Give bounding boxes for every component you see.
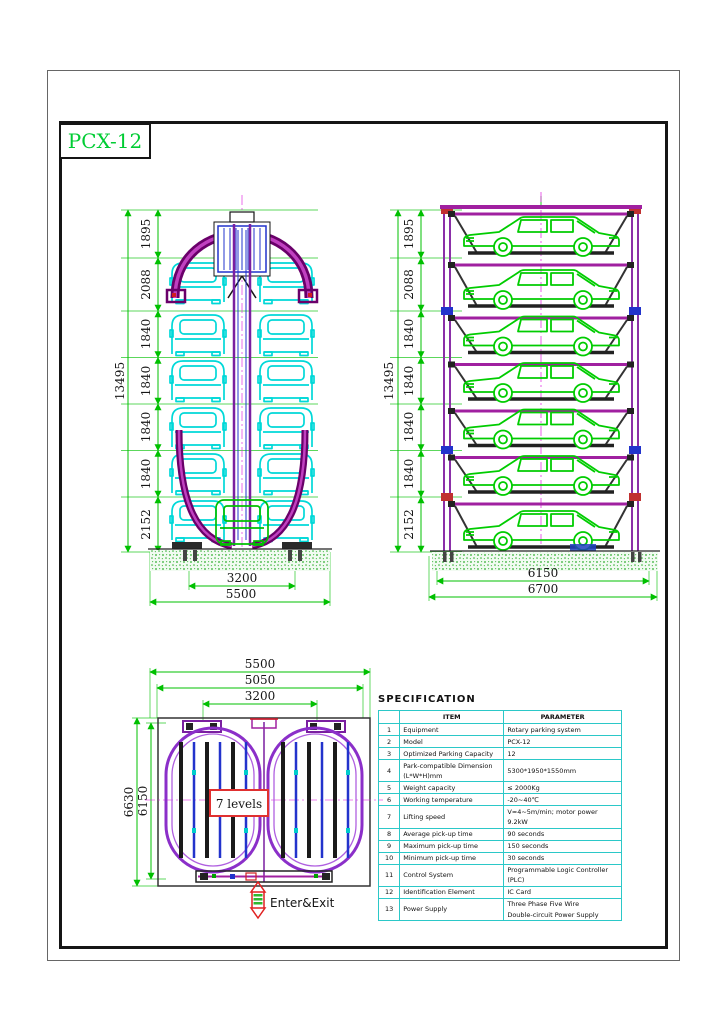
dim-label: 2088: [139, 269, 153, 300]
spec-header-row: ITEM PARAMETER: [377, 710, 622, 724]
levels-label-box: 7 levels: [209, 789, 269, 817]
front-elevation-view: 13495 1895 2088 1840 1840 1840 1840 2152: [113, 195, 332, 606]
dim-label: 1840: [402, 366, 416, 397]
enter-exit-label: Enter&Exit: [270, 896, 335, 910]
dim-label: 1840: [402, 412, 416, 443]
side-segment-labels: 1895 2088 1840 1840 1840 1840 2152: [402, 219, 416, 540]
spec-col-parameter: PARAMETER: [503, 710, 622, 724]
sheet-outer-border: [47, 70, 680, 961]
entry-bay-car: [215, 499, 269, 546]
dim-label: 1840: [139, 412, 153, 443]
column-joints: [441, 206, 641, 501]
dim-label: 6700: [528, 582, 559, 596]
sheet-inner-border: [59, 121, 668, 949]
drive-mechanism: [213, 211, 271, 299]
dim-label: 6150: [528, 566, 559, 580]
front-segment-labels: 1895 2088 1840 1840 1840 1840 2152: [139, 219, 153, 540]
side-structure: [430, 192, 660, 571]
side-ground-hatch: [432, 552, 658, 571]
dim-label: 5050: [245, 673, 276, 687]
dim-label: 3200: [245, 689, 276, 703]
plan-pallet-bars: [179, 742, 350, 858]
front-ground-hatch: [150, 550, 330, 571]
dim-label: 1840: [139, 366, 153, 397]
dim-label: 6150: [136, 786, 150, 817]
dim-label: 13495: [113, 362, 127, 400]
enter-exit-arrow-icon: [249, 880, 267, 920]
dim-label: 13495: [382, 362, 396, 400]
dim-label: 2152: [139, 509, 153, 540]
dim-label: 5500: [245, 657, 276, 671]
specification-title: SPECIFICATION: [378, 694, 476, 705]
drawing-title: PCX-12: [67, 129, 143, 153]
dim-label: 6630: [122, 787, 136, 818]
dim-label: 1840: [139, 459, 153, 490]
front-width-dims: 3200 5500: [149, 571, 331, 606]
plan-structure: 7 levels Enter&Exit: [145, 717, 383, 920]
dim-label: 1840: [402, 319, 416, 350]
side-elevation-view: 13495 1895 2088 1840 1840 1840 1840 2152: [382, 192, 660, 601]
plan-view: 5500 5050 3200 6630 6150: [122, 657, 383, 920]
dim-label: 2088: [402, 269, 416, 300]
dim-label: 5500: [226, 587, 257, 601]
front-structure: [148, 195, 332, 571]
dim-label: 3200: [227, 571, 258, 585]
side-overall-height-dim: 13495: [382, 209, 402, 553]
dim-label: 1895: [402, 219, 416, 250]
dim-label: 1840: [139, 319, 153, 350]
plan-side-dims: 6630 6150: [122, 717, 155, 887]
dim-label: 1840: [402, 459, 416, 490]
levels-label: 7 levels: [216, 797, 262, 811]
side-car-stack: [448, 211, 634, 551]
spec-col-item: ITEM: [399, 710, 505, 724]
plan-top-dims: 5500 5050 3200: [149, 657, 371, 708]
dim-label: 2152: [402, 509, 416, 540]
drawing-title-box: PCX-12: [59, 123, 151, 159]
dim-label: 1895: [139, 219, 153, 250]
front-overall-height-dim: 13495: [113, 209, 132, 553]
side-width-dims: 6150 6700: [428, 566, 658, 601]
